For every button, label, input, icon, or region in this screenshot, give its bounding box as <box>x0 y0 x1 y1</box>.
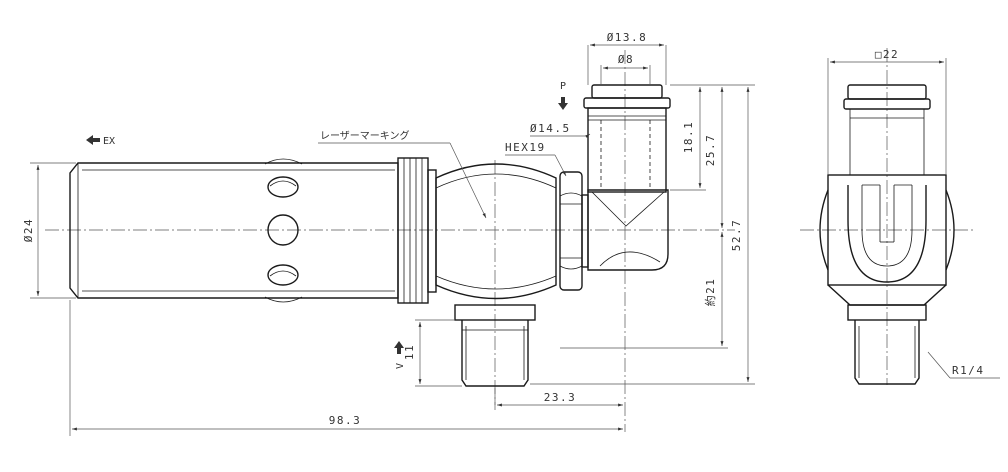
hex-nut <box>559 171 589 291</box>
barrel-body <box>435 163 557 300</box>
dim-thread: R1/4 <box>952 364 985 377</box>
port-ex-label: EX <box>103 136 115 147</box>
threaded-port-bottom <box>454 304 536 387</box>
annotations: レーザーマーキング P EX V <box>86 81 568 369</box>
dim-18-1: 18.1 <box>682 121 695 154</box>
port-ex-arrow <box>86 135 100 145</box>
dim-d-24: Ø24 <box>22 218 35 242</box>
dim-52-7: 52.7 <box>730 219 743 252</box>
port-v-label: V <box>395 363 406 369</box>
center-lines <box>45 48 975 432</box>
dim-sq-22: □22 <box>875 48 899 61</box>
silencer-body <box>69 157 437 304</box>
dim-hex19: HEX19 <box>505 141 546 154</box>
dim-25-7: 25.7 <box>704 134 717 167</box>
side-view <box>819 84 955 385</box>
dim-98-3: 98.3 <box>329 414 362 427</box>
port-p-arrow <box>558 97 568 110</box>
dim-d-14-5: Ø14.5 <box>530 122 571 135</box>
vent-slot-top <box>267 176 299 198</box>
note-laser-marking: レーザーマーキング <box>320 129 410 142</box>
dim-21: 約21 <box>703 278 717 307</box>
vent-hole-center <box>267 214 299 246</box>
elbow-fitting <box>583 84 671 271</box>
port-p-label: P <box>560 81 566 92</box>
port-v-arrow <box>394 341 404 354</box>
dim-d-8: Ø8 <box>618 53 634 66</box>
dim-11: 11 <box>403 344 416 360</box>
dimensions: Ø13.8 Ø8 Ø14.5 HEX19 18.1 25.7 52.7 約21 <box>22 31 1000 436</box>
vent-slot-bottom <box>267 264 299 286</box>
dim-23-3: 23.3 <box>544 391 577 404</box>
dim-d-13-8: Ø13.8 <box>607 31 648 44</box>
